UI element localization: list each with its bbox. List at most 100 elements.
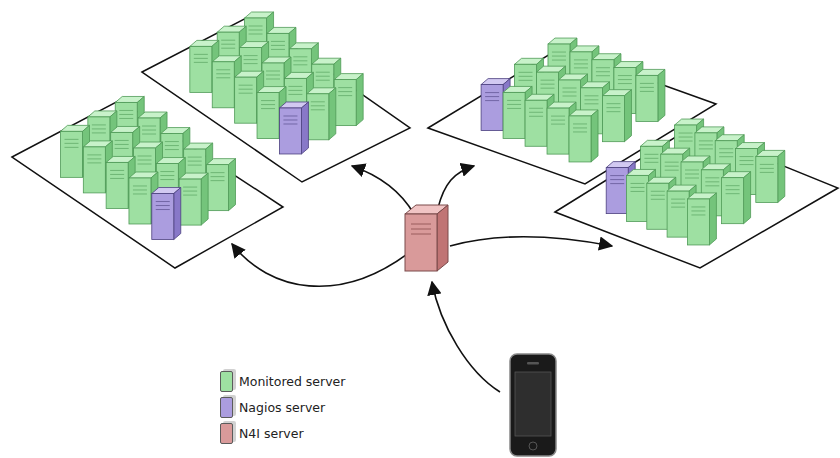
server-vent (92, 132, 106, 133)
server-vent (316, 72, 330, 73)
server-front (152, 194, 174, 240)
phone-icon (510, 354, 556, 456)
server-front (307, 94, 329, 140)
server-front (627, 175, 649, 221)
server-vent (726, 193, 740, 194)
server-vent (87, 154, 101, 155)
server-vent (679, 141, 693, 142)
server-vent (311, 101, 325, 102)
server-front (83, 147, 105, 193)
server-vent (618, 83, 632, 84)
server-vent (574, 67, 588, 68)
platform-outline (12, 100, 283, 268)
server-vent (311, 105, 325, 106)
server-vent (740, 156, 754, 157)
server-vent (584, 95, 598, 96)
server-front (61, 131, 83, 177)
server-vent (760, 172, 774, 173)
legend-swatch (220, 397, 233, 418)
server-vent (156, 201, 170, 202)
server-vent (671, 203, 685, 204)
server-vent (651, 195, 665, 196)
server-side (709, 193, 716, 245)
server-vent (160, 179, 174, 180)
server-side (329, 88, 336, 140)
server-vent (618, 79, 632, 80)
server-vent (726, 189, 740, 190)
server-vent (239, 89, 253, 90)
server-vent (266, 79, 280, 80)
server-vent (288, 90, 302, 91)
server-vent (551, 120, 565, 121)
server-vent (142, 130, 156, 131)
server-vent (507, 104, 521, 105)
server-vent (271, 49, 285, 50)
server-vent (115, 144, 129, 145)
server-vent (92, 124, 106, 125)
server-vent (110, 178, 124, 179)
server-front (606, 168, 628, 214)
server-vent (705, 177, 719, 178)
server-front (190, 46, 212, 92)
server-vent (249, 34, 263, 35)
server-vent (573, 123, 587, 124)
server-platform (428, 38, 716, 184)
server-vent (271, 45, 285, 46)
server-vent (110, 174, 124, 175)
server-vent (665, 170, 679, 171)
server-vent (691, 210, 705, 211)
server-vent (156, 209, 170, 210)
server-vent (596, 75, 610, 76)
server-vent (705, 181, 719, 182)
server-vent (244, 55, 258, 56)
server-side (301, 102, 308, 154)
server-vent (596, 71, 610, 72)
server-vent (685, 170, 699, 171)
server-vent (699, 140, 713, 141)
server-vent (631, 183, 645, 184)
server-vent (551, 116, 565, 117)
server-vent (311, 109, 325, 110)
server-vent (133, 189, 147, 190)
server-vent (529, 108, 543, 109)
server-vent (584, 103, 598, 104)
server-vent (574, 59, 588, 60)
server-vent (249, 26, 263, 27)
server-vent (288, 86, 302, 87)
server-platform (12, 96, 283, 268)
server-vent (239, 93, 253, 94)
server-front (602, 96, 624, 142)
server-vent (665, 162, 679, 163)
server-vent (651, 191, 665, 192)
platform-outline (555, 128, 838, 268)
legend-row: Nagios server (220, 394, 345, 420)
server-vent (249, 30, 263, 31)
server-vent (485, 92, 499, 93)
server-vent (119, 118, 133, 119)
server-vent (631, 191, 645, 192)
server-vent (87, 158, 101, 159)
server-side (658, 69, 665, 121)
server-platform (142, 12, 410, 182)
server-vent (216, 77, 230, 78)
arrow (432, 282, 500, 392)
server-vent (671, 199, 685, 200)
server-vent (211, 172, 225, 173)
server-vent (529, 112, 543, 113)
server-front (129, 178, 151, 224)
legend-label: Nagios server (239, 400, 325, 415)
server-vent (719, 152, 733, 153)
server-vent (760, 168, 774, 169)
server-vent (183, 195, 197, 196)
server-vent (699, 144, 713, 145)
server-side (591, 110, 598, 162)
server-side (744, 172, 751, 224)
server-vent (283, 123, 297, 124)
server-front (207, 165, 229, 211)
legend-row: N4I server (220, 420, 345, 446)
server-vent (618, 75, 632, 76)
server-front (569, 116, 591, 162)
server-vent (266, 71, 280, 72)
server-vent (138, 160, 152, 161)
